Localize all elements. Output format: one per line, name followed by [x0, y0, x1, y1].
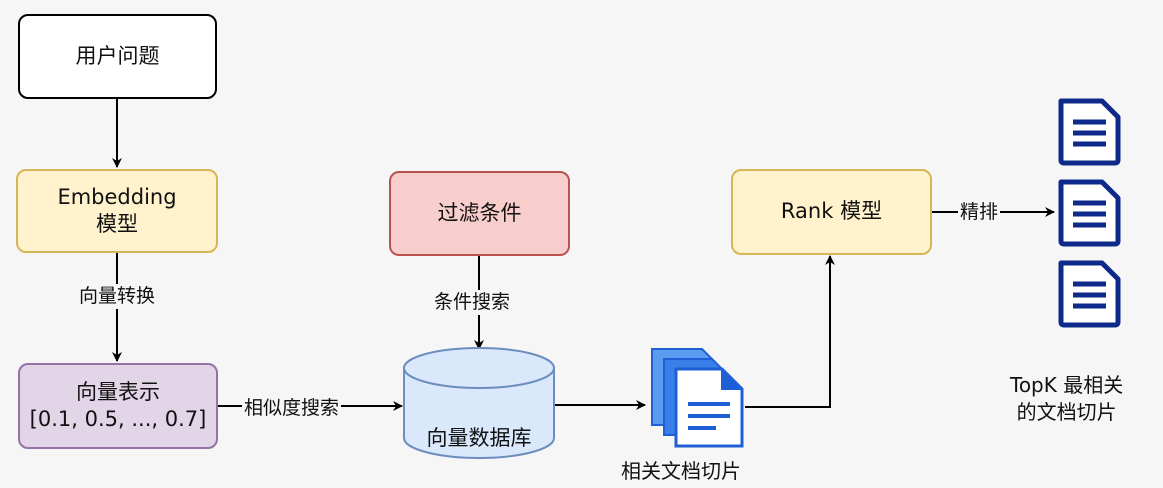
embedding-label-line2: 模型	[96, 212, 138, 236]
relevant-chunks-caption: 相关文档切片	[621, 459, 741, 483]
document-stack-icon	[651, 348, 744, 448]
topk-caption-line2: 的文档切片	[1016, 400, 1117, 424]
embedding-label-line1: Embedding	[57, 184, 177, 209]
edge-label-similarity-search: 相似度搜索	[242, 396, 342, 421]
vector-repr-label-line1: 向量表示	[76, 379, 160, 404]
edge-chunks-to-rank	[745, 255, 835, 408]
user-question-label: 用户问题	[75, 43, 160, 68]
document-icon	[1058, 260, 1121, 328]
document-icon	[1058, 179, 1121, 247]
filter-conditions-label: 过滤条件	[437, 200, 522, 225]
edge-label-vector-conversion: 向量转换	[77, 284, 158, 309]
rank-model-node: Rank 模型	[731, 169, 932, 255]
embedding-model-node: Embedding 模型	[16, 169, 218, 253]
rank-model-label: Rank 模型	[780, 199, 883, 224]
vector-representation-node: 向量表示 [0.1, 0.5, ..., 0.7]	[18, 363, 218, 449]
topk-caption-line1: TopK 最相关	[1010, 373, 1124, 397]
document-icon	[1058, 98, 1121, 166]
edge-label-fine-ranking: 精排	[958, 200, 1001, 225]
edge-label-condition-search: 条件搜索	[432, 290, 513, 315]
topk-caption: TopK 最相关 的文档切片	[1010, 372, 1123, 426]
filter-conditions-node: 过滤条件	[389, 171, 570, 256]
vector-repr-label-line2: [0.1, 0.5, ..., 0.7]	[29, 407, 207, 431]
user-question-node: 用户问题	[18, 14, 217, 99]
vector-db-label: 向量数据库	[426, 426, 532, 450]
vector-db-cylinder	[403, 347, 555, 459]
